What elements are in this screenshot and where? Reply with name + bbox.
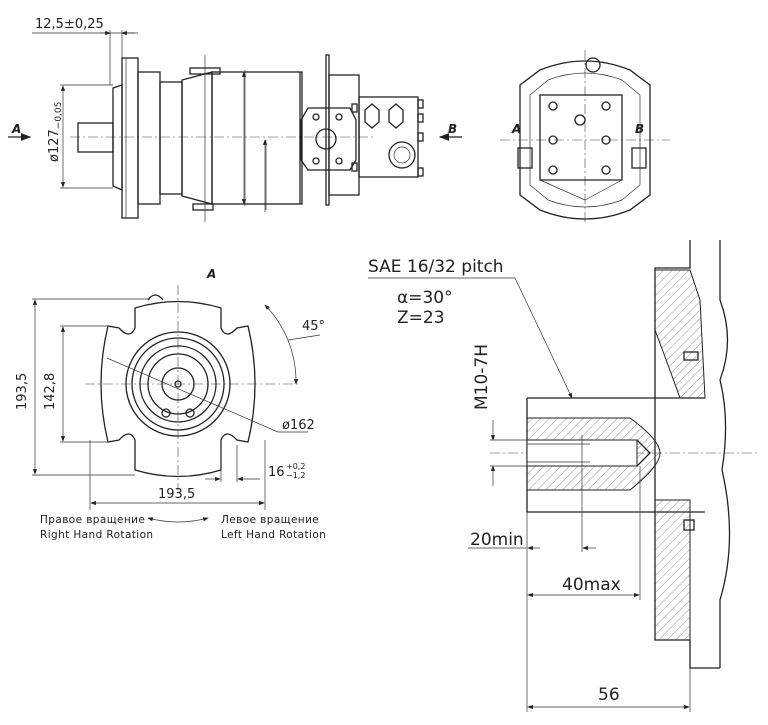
dim-slot-tol-lower: −1,2 <box>286 471 305 480</box>
rotation-left-ru: Левое вращение <box>221 514 319 526</box>
rotation-right-en: Right Hand Rotation <box>40 529 154 541</box>
dim-pilot-diameter: ø127−0,05 <box>47 102 64 162</box>
dim-overall-height: 193,5 <box>15 373 30 410</box>
dim-bore-depth-max: 40max <box>562 575 621 595</box>
dim-flange-thickness: 12,5±0,25 <box>35 17 104 32</box>
view-a: A 193,5 142,8 193,5 45° ø162 16 +0,2 −1,… <box>15 267 326 541</box>
view-arrow-b-label: B <box>448 122 457 136</box>
side-view: 12,5±0,25 ø127−0,05 A B <box>8 17 462 222</box>
thread-spec: M10-7H <box>472 344 492 410</box>
view-a-title: A <box>206 267 216 281</box>
dim-bolt-spacing: 142,8 <box>43 373 58 410</box>
end-view-b: A B <box>500 50 670 225</box>
teeth-count: Z=23 <box>397 308 445 328</box>
dim-angle: 45° <box>302 319 325 334</box>
pressure-angle: α=30° <box>397 288 453 308</box>
dim-shaft-length: 56 <box>598 685 620 705</box>
port-a-label: A <box>511 122 521 136</box>
rotation-right-ru: Правое вращение <box>40 514 145 526</box>
dim-overall-width: 193,5 <box>158 487 195 502</box>
dim-slot-tol-upper: +0,2 <box>286 462 305 471</box>
view-arrow-a-label: A <box>11 122 21 136</box>
dim-bolt-circle: ø162 <box>282 418 315 433</box>
shaft-section: SAE 16/32 pitch α=30° Z=23 M10-7H 20min … <box>368 240 760 712</box>
port-b-label: B <box>635 122 644 136</box>
dim-thread-depth-min: 20min <box>470 530 524 550</box>
dim-slot-width: 16 <box>268 465 285 480</box>
spline-spec: SAE 16/32 pitch <box>368 257 504 277</box>
rotation-left-en: Left Hand Rotation <box>221 529 326 541</box>
